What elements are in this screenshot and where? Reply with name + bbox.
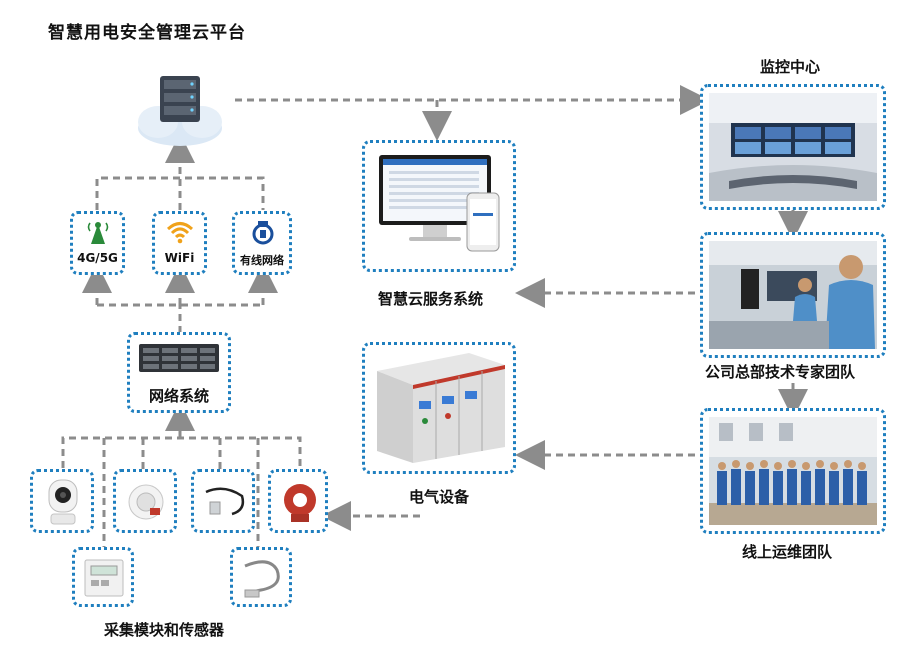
sensors-label: 采集模块和传感器	[104, 621, 225, 639]
ops-team-box	[700, 408, 886, 534]
ethernet-plug-icon	[252, 221, 274, 245]
wifi-label: WiFi	[164, 251, 195, 265]
ops-team-photo	[709, 417, 877, 525]
monitoring-center-box	[700, 84, 886, 210]
sensor-cable-icon	[244, 560, 280, 598]
wifi-icon	[166, 222, 194, 244]
smoke-sensor-box	[113, 469, 177, 533]
bus-options-to-cloud	[95, 176, 265, 210]
switchgear-cabinet-icon	[377, 353, 505, 463]
network-system-box: 网络系统	[127, 332, 231, 413]
bus-sensors	[61, 436, 302, 470]
wifi-option-box: WiFi	[152, 211, 207, 275]
current-sensor-box	[268, 469, 328, 533]
control-room-photo	[709, 93, 877, 201]
wired-option-box: 有线网络	[232, 211, 292, 275]
cellular-option-box: 4G/5G	[70, 211, 125, 275]
wired-label: 有线网络	[240, 254, 284, 267]
electrical-equipment-label: 电气设备	[409, 488, 470, 506]
hq-team-photo	[709, 241, 877, 349]
cloud-service-label: 智慧云服务系统	[378, 290, 484, 308]
temp-sensor-box	[191, 469, 255, 533]
camera-sensor-box	[30, 469, 94, 533]
storage-server-icon	[139, 344, 219, 372]
electrical-equipment-box	[362, 342, 516, 474]
cellular-label: 4G/5G	[77, 251, 118, 265]
ops-team-label: 线上运维团队	[742, 543, 833, 561]
network-system-label: 网络系统	[148, 387, 209, 405]
cell-tower-icon	[87, 222, 109, 244]
cloud-server-icon	[138, 76, 222, 146]
meter-sensor-box	[72, 547, 134, 607]
hq-team-box	[700, 232, 886, 358]
camera-icon	[48, 479, 78, 525]
electric-meter-icon	[84, 559, 124, 597]
smoke-detector-icon	[128, 484, 164, 520]
hq-team-label: 公司总部技术专家团队	[705, 363, 856, 381]
monitoring-center-label: 监控中心	[760, 58, 821, 76]
cable-sensor-box	[230, 547, 292, 607]
temperature-probe-icon	[205, 487, 245, 516]
current-transformer-icon	[284, 484, 316, 522]
cloud-service-box	[362, 140, 516, 272]
page-title: 智慧用电安全管理云平台	[48, 23, 246, 43]
computer-dashboard-icon	[379, 155, 500, 252]
